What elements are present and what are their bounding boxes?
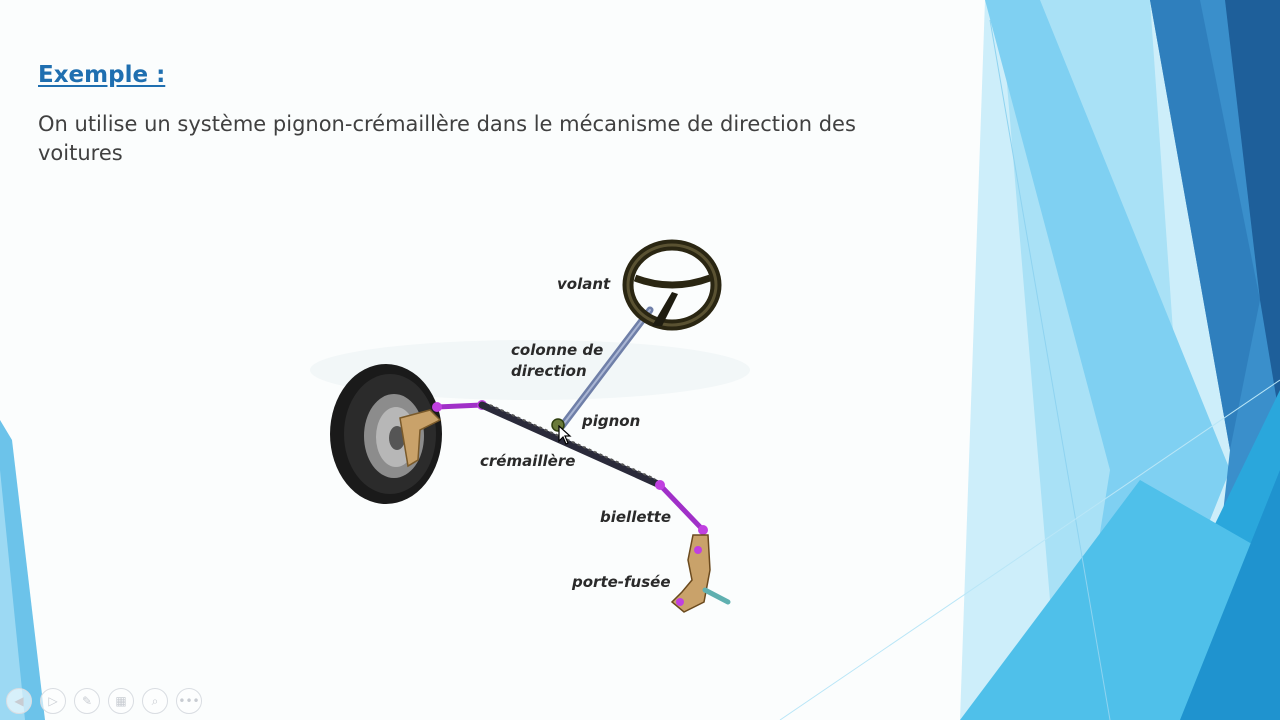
steering-illustration xyxy=(310,239,750,613)
zoom-icon[interactable]: ⌕ xyxy=(142,688,168,714)
label-biellette: biellette xyxy=(600,508,672,526)
label-porte-fusee: porte-fusée xyxy=(572,573,671,591)
label-cremaillere: crémaillère xyxy=(480,452,576,470)
more-icon[interactable]: ••• xyxy=(176,688,202,714)
tire-illustration xyxy=(330,364,442,504)
slide-title: Exemple : xyxy=(38,62,166,88)
next-icon[interactable]: ▷ xyxy=(40,688,66,714)
previous-icon[interactable]: ◀ xyxy=(6,688,32,714)
knuckle-illustration xyxy=(670,534,731,613)
label-volant: volant xyxy=(557,275,611,293)
label-colonne-line1: colonne de xyxy=(511,341,604,359)
steering-wheel-illustration xyxy=(622,239,722,331)
slide-body-text: On utilise un système pignon-crémaillère… xyxy=(38,112,856,165)
label-colonne-line2: direction xyxy=(511,362,587,380)
steering-diagram: volant colonne de direction pignon créma… xyxy=(300,230,780,630)
slideshow-toolbar: ◀ ▷ ✎ ▦ ⌕ ••• xyxy=(6,688,202,714)
slides-icon[interactable]: ▦ xyxy=(108,688,134,714)
mouse-cursor-icon xyxy=(558,425,572,445)
rack-illustration xyxy=(478,401,664,489)
label-pignon: pignon xyxy=(582,412,641,430)
pen-icon[interactable]: ✎ xyxy=(74,688,100,714)
